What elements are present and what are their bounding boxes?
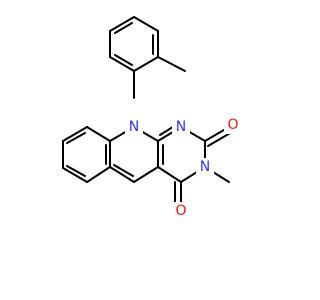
atom-label: N — [200, 159, 210, 175]
carbonyl-bond — [207, 131, 233, 147]
bond — [109, 166, 135, 183]
bond — [62, 167, 88, 183]
atom-label: N — [129, 119, 139, 135]
bond — [109, 16, 135, 32]
atom-o2: O — [224, 116, 242, 134]
atom-n10: N — [125, 118, 143, 136]
bond — [86, 166, 111, 183]
bond — [109, 56, 135, 72]
bond — [133, 166, 159, 183]
bond — [86, 126, 111, 142]
tolyl-ring — [109, 16, 159, 72]
atom-label: O — [227, 117, 238, 133]
bond — [133, 56, 159, 72]
bond — [133, 16, 159, 32]
atom-label: N — [176, 119, 186, 135]
methyl-bond — [157, 56, 186, 72]
atom-n3: N — [196, 158, 214, 176]
atom-n1: N — [172, 118, 190, 136]
bond — [113, 164, 134, 177]
bond — [66, 165, 86, 177]
bond — [62, 126, 88, 142]
molecule-structure: N N N O O — [62, 16, 242, 220]
bond — [114, 54, 133, 66]
bond — [157, 166, 182, 183]
atom-label: O — [175, 203, 186, 219]
atom-o4: O — [172, 202, 190, 220]
bond — [114, 22, 133, 34]
bond — [66, 132, 86, 144]
benzo-ring — [62, 126, 111, 183]
